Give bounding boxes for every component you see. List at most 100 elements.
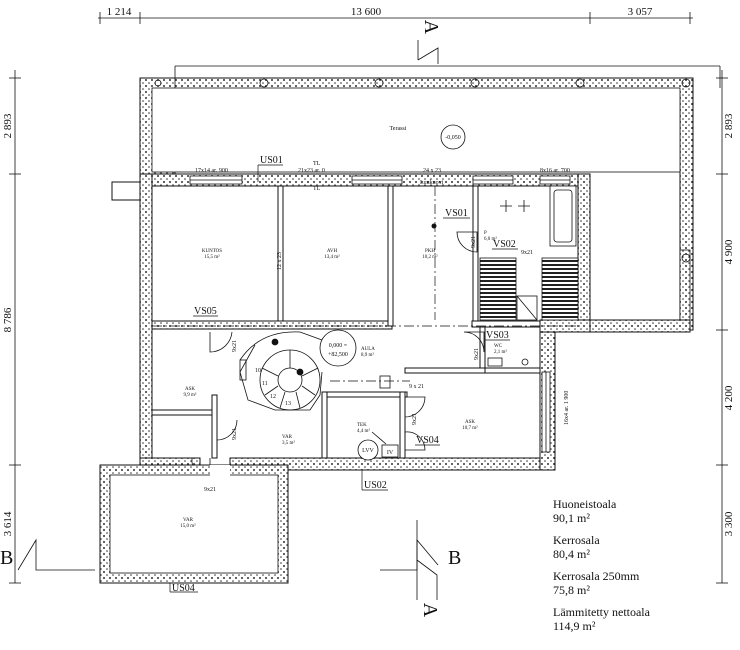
lvv-unit: [357, 431, 399, 461]
room-kuntos-name: KUNTOS: [202, 249, 222, 254]
terrace-level: -0,050: [445, 135, 461, 141]
door-tag-var: 9x21: [232, 428, 238, 440]
room-wc-name: WC: [494, 344, 503, 349]
stair-step-13: 13: [285, 401, 291, 407]
summary-value: 90,1 m²: [553, 511, 590, 525]
floor-level-top: 0,000 =: [329, 343, 348, 349]
window-label-2: 21x23 ar. 0: [298, 168, 325, 174]
summary-label: Kerrosala 250mm: [553, 569, 640, 583]
summary-huoneistoala: Huoneistoala 90,1 m²: [553, 497, 733, 525]
windows: [189, 175, 571, 453]
stair-step-10: 10: [255, 368, 261, 374]
dim-left-1: 2 893: [2, 113, 14, 138]
door-tag-ask-left: 9x21: [232, 340, 238, 352]
storage-annex: [99, 464, 289, 584]
window-label-1: 17x14 ar. 900: [195, 168, 228, 174]
summary-kerrosala-250: Kerrosala 250mm 75,8 m²: [553, 569, 733, 597]
stair-step-12: 12: [270, 394, 276, 400]
roof-hatch-label: Luukuovi: [420, 180, 444, 186]
room-var-small-area: 3,5 m²: [282, 440, 295, 446]
stair-opening-label: 12 x 23: [277, 252, 283, 270]
door-tag-tek: 9x21: [412, 413, 418, 425]
area-summary: Huoneistoala 90,1 m² Kerrosala 80,4 m² K…: [553, 497, 733, 641]
wall-tag-vs05: VS05: [194, 306, 217, 317]
dim-right-3: 4 200: [723, 385, 735, 410]
room-pkh-area: 10,2 m²: [422, 254, 438, 260]
dim-left-3: 3 614: [2, 511, 14, 536]
beam-lines: [152, 186, 580, 382]
room-ask-left-area: 9,9 m²: [184, 392, 197, 398]
sauna-benches: [479, 257, 579, 321]
stair-marker: [431, 223, 437, 229]
room-tek-area: 4,4 m²: [357, 428, 370, 434]
spiral-stair: [239, 331, 391, 411]
iv-label: IV: [387, 450, 394, 456]
room-var-large-area: 15,0 m²: [180, 523, 196, 529]
summary-label: Huoneistoala: [553, 497, 617, 511]
tl-bottom-label: TL: [313, 186, 321, 192]
window-label-4: 8x16 ar. 700: [540, 168, 570, 174]
section-b-left: B: [0, 547, 13, 569]
dim-left-2: 8 786: [2, 307, 14, 332]
wall-tag-us02: US02: [364, 480, 387, 491]
room-avh-name: AVH: [327, 249, 338, 254]
room-var-large-name: VAR: [183, 518, 194, 523]
section-line-a: [17, 40, 439, 600]
summary-value: 80,4 m²: [553, 547, 590, 561]
summary-lammitetty: Lämmitetty nettoala 114,9 m²: [553, 605, 733, 633]
section-a-bottom: A: [419, 603, 441, 618]
summary-label: Lämmitetty nettoala: [553, 605, 650, 619]
floor-level-marker: [319, 329, 357, 367]
tag-leaders: [169, 164, 518, 593]
wall-tag-vs04: VS04: [416, 435, 439, 446]
room-aula-area: 8,9 m²: [361, 352, 374, 358]
room-pkh-name: PKH: [425, 249, 435, 254]
interior-walls: [151, 185, 541, 459]
wall-tag-vs01: VS01: [445, 208, 468, 219]
wall-tag-us01: US01: [260, 155, 283, 166]
door-tag-annex: 9x21: [204, 487, 216, 493]
section-b-right: B: [448, 547, 461, 569]
floor-level-bottom: +82,500: [328, 352, 348, 358]
window-label-3: 24 x 23: [423, 168, 441, 174]
lvv-label: LVV: [362, 448, 374, 454]
room-ask-right-area: 10,7 m²: [462, 425, 478, 431]
wc-fixture: [487, 357, 529, 367]
room-p-name: P: [484, 231, 487, 236]
room-wc-area: 2,1 m²: [494, 349, 507, 355]
summary-label: Kerrosala: [553, 533, 600, 547]
dim-top-3: 3 057: [628, 6, 653, 18]
window-label-side: 16x4 ar. 1 900: [564, 391, 570, 425]
summary-value: 75,8 m²: [553, 583, 590, 597]
dim-top-2: 13 600: [351, 6, 382, 18]
summary-kerrosala: Kerrosala 80,4 m²: [553, 533, 733, 561]
terrace-label: Terassi: [390, 126, 407, 132]
summary-value: 114,9 m²: [553, 619, 596, 633]
room-ask-left-name: ASK: [185, 387, 195, 392]
room-kuntos-area: 15,5 m²: [204, 254, 220, 260]
tl-top-label: TL: [313, 161, 321, 167]
room-ask-right-name: ASK: [465, 420, 475, 425]
section-a-top: A: [420, 20, 442, 35]
door-tag-wc: 9x21: [474, 348, 480, 360]
terrace: [139, 65, 721, 331]
dim-right-2: 4 900: [723, 239, 735, 264]
door-tag-ask-right: 9 x 21: [409, 384, 424, 390]
room-var-small-name: VAR: [282, 435, 293, 440]
dim-right-4: 3 300: [723, 511, 735, 536]
room-p-area: 6,0 m²: [484, 236, 497, 242]
wall-tag-us04: US04: [172, 583, 195, 594]
room-aula-name: AULA: [361, 347, 375, 352]
room-avh-area: 13,4 m²: [324, 254, 340, 260]
door-tag-p: 9x21: [471, 236, 477, 248]
door-tag-sauna: 9x21: [521, 250, 533, 256]
dimension-lines: [9, 12, 728, 584]
wall-tag-vs03: VS03: [486, 330, 509, 341]
shower: [500, 185, 577, 247]
room-tek-name: TEK: [357, 423, 367, 428]
exterior-walls: [111, 173, 691, 471]
dim-top-1: 1 214: [107, 6, 132, 18]
dim-right-1: 2 893: [723, 113, 735, 138]
stair-step-11: 11: [262, 381, 268, 387]
